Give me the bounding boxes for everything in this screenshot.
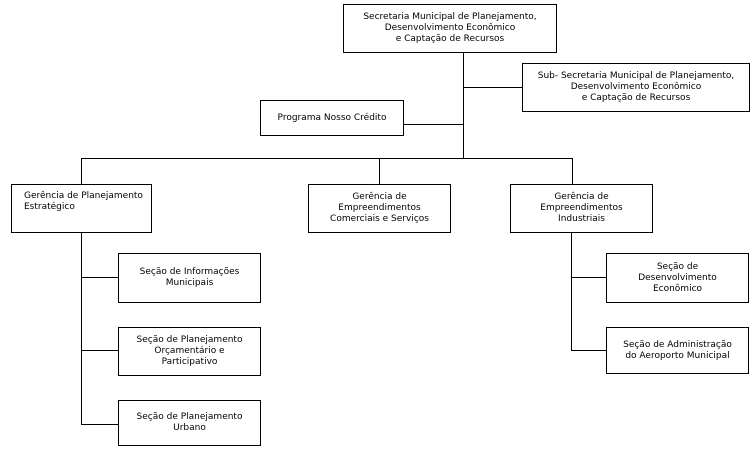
connector-gerencias-bus — [81, 158, 573, 159]
connector-gerencia-1 — [81, 158, 82, 184]
connector-secao-1-2 — [81, 350, 118, 351]
secao-box-desenvolvimento: Seção de Desenvolvimento Econômico — [606, 253, 749, 303]
gerencia-box-comerciais: Gerência de Empreendimentos Comerciais e… — [308, 184, 451, 233]
gerencia-box-industriais: Gerência de Empreendimentos Industriais — [510, 184, 653, 233]
connector-gerencia-2 — [379, 158, 380, 184]
sub-secretaria-box: Sub- Secretaria Municipal de Planejament… — [522, 63, 750, 112]
connector-secao-3-2 — [571, 350, 606, 351]
secao-box-informacoes: Seção de Informações Municipais — [118, 253, 261, 303]
gerencia-box-planejamento: Gerência de Planejamento Estratégico — [11, 184, 152, 233]
secao-box-orcamentario: Seção de Planejamento Orçamentário e Par… — [118, 327, 261, 376]
connector-root-trunk — [463, 52, 464, 159]
connector-gerencia-3-trunk — [571, 233, 572, 351]
connector-gerencia-3 — [572, 158, 573, 184]
root-box: Secretaria Municipal de Planejamento, De… — [343, 4, 557, 53]
connector-secao-1-3 — [81, 424, 118, 425]
secao-box-urbano: Seção de Planejamento Urbano — [118, 400, 261, 446]
connector-secao-1-1 — [81, 277, 118, 278]
secao-box-aeroporto: Seção de Administração do Aeroporto Muni… — [606, 327, 749, 374]
connector-programa — [404, 124, 463, 125]
connector-secao-3-1 — [571, 277, 606, 278]
connector-sub-secretaria — [463, 87, 522, 88]
connector-gerencia-1-trunk — [81, 233, 82, 424]
programa-box: Programa Nosso Crédito — [260, 100, 404, 136]
